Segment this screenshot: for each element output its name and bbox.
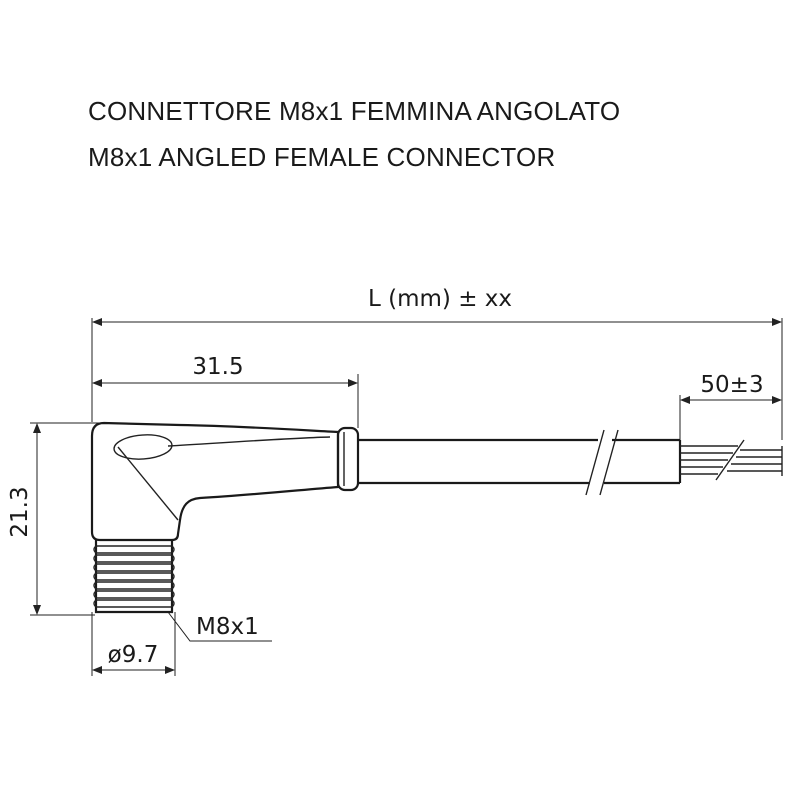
thread-callout: M8x1: [167, 611, 272, 642]
dimension-body-length: 31.5: [92, 354, 359, 428]
thread-label: M8x1: [196, 614, 259, 640]
dimension-length: L (mm) ± xx: [91, 286, 783, 440]
dimension-label-diameter: ø9.7: [108, 642, 159, 668]
wire-break-mark: [715, 439, 745, 481]
connector-collar: [336, 426, 360, 492]
knurled-nut: [93, 540, 175, 614]
dimension-diameter: ø9.7: [91, 612, 176, 676]
connector-ridge-line: [167, 436, 331, 447]
connector-outline: [90, 421, 340, 542]
dimension-strip-length: 50±3: [679, 372, 782, 448]
break-mark-1: [585, 429, 605, 496]
dimension-label-body: 31.5: [192, 354, 243, 380]
break-mark-2: [599, 429, 619, 496]
dimension-label-length: L (mm) ± xx: [368, 286, 512, 312]
dimension-label-strip: 50±3: [700, 372, 763, 398]
title-english: M8x1 ANGLED FEMALE CONNECTOR: [88, 142, 556, 172]
connector-bend-line: [117, 446, 179, 521]
dimension-height: 21.3: [7, 422, 104, 616]
connector-body: [90, 421, 360, 542]
title-italian: CONNETTORE M8x1 FEMMINA ANGOLATO: [88, 96, 621, 126]
connector-latch-oval: [113, 434, 173, 460]
cable: [358, 429, 682, 496]
nut-outline: [94, 540, 174, 614]
thread-leader-line: [167, 611, 272, 642]
dimension-label-height: 21.3: [7, 486, 33, 537]
stripped-wires: [680, 439, 783, 481]
